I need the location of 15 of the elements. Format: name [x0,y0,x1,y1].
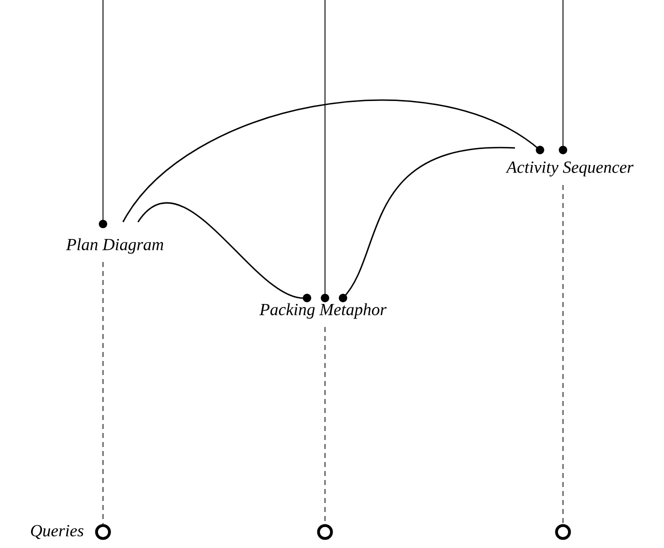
node-label: Activity Sequencer [506,162,634,176]
connector-curve [122,100,544,222]
connector-curve [137,202,312,302]
ring-marker [95,524,111,540]
ring-marker [317,524,333,540]
beside-label: Queries [31,524,84,539]
lifeline [558,0,568,154]
node-label: Plan Diagram [66,238,164,254]
lifeline [98,0,108,228]
connector-curve [338,147,515,302]
dashed-line [102,262,104,524]
dashed-line [562,184,564,524]
lifeline [320,0,330,302]
node-label: Packing Metaphor [259,303,387,319]
ring-marker [555,524,571,540]
